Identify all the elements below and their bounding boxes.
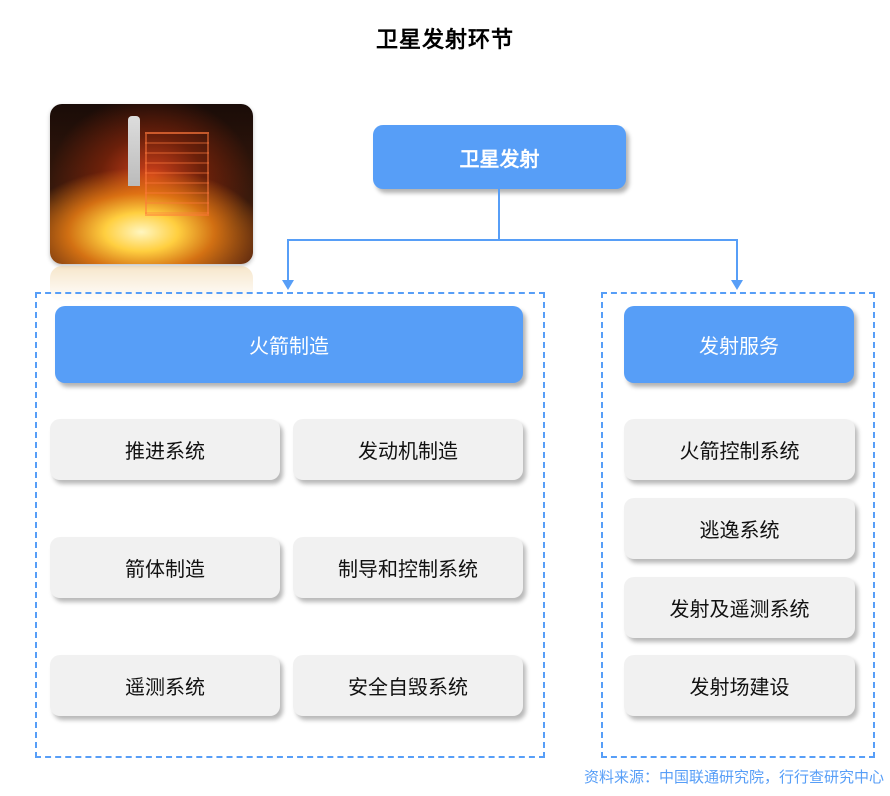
category-label: 火箭制造 (249, 334, 329, 358)
item-label: 火箭控制系统 (679, 439, 800, 463)
item-node: 安全自毁系统 (293, 655, 523, 716)
item-node: 箭体制造 (50, 537, 280, 598)
category-label: 发射服务 (699, 334, 779, 358)
root-node: 卫星发射 (373, 125, 626, 189)
category-rocket-manufacturing: 火箭制造 (55, 306, 523, 383)
item-label: 发动机制造 (358, 439, 458, 463)
item-node: 遥测系统 (50, 655, 280, 716)
photo-reflection (50, 266, 253, 302)
item-node: 发动机制造 (293, 419, 523, 480)
item-label: 制导和控制系统 (338, 557, 478, 581)
rocket-launch-photo-icon (50, 104, 253, 264)
diagram-title: 卫星发射环节 (375, 28, 514, 53)
connector-vertical-root (498, 189, 500, 241)
launch-services-group (601, 292, 875, 758)
item-label: 逃逸系统 (699, 518, 780, 542)
item-label: 发射场建设 (689, 675, 790, 699)
category-launch-services: 发射服务 (624, 306, 854, 383)
item-label: 箭体制造 (125, 557, 205, 581)
connector-left-down (287, 239, 289, 281)
item-node: 逃逸系统 (624, 498, 855, 559)
connector-right-down (736, 239, 738, 281)
connector-horizontal (287, 239, 738, 241)
item-node: 推进系统 (50, 419, 280, 480)
rocket-shape (128, 116, 140, 186)
item-label: 遥测系统 (125, 675, 205, 699)
source-note: 资料来源：中国联通研究院，行行查研究中心 (583, 768, 884, 786)
item-node: 发射及遥测系统 (624, 577, 855, 638)
arrow-down-icon (731, 280, 743, 290)
item-node: 制导和控制系统 (293, 537, 523, 598)
item-label: 安全自毁系统 (348, 675, 468, 699)
item-label: 推进系统 (125, 439, 205, 463)
rocket-manufacturing-group (35, 292, 545, 758)
launch-tower-shape (145, 132, 209, 216)
item-label: 发射及遥测系统 (669, 597, 810, 621)
arrow-down-icon (282, 280, 294, 290)
item-node: 发射场建设 (624, 655, 855, 716)
root-node-label: 卫星发射 (459, 146, 540, 171)
item-node: 火箭控制系统 (624, 419, 855, 480)
